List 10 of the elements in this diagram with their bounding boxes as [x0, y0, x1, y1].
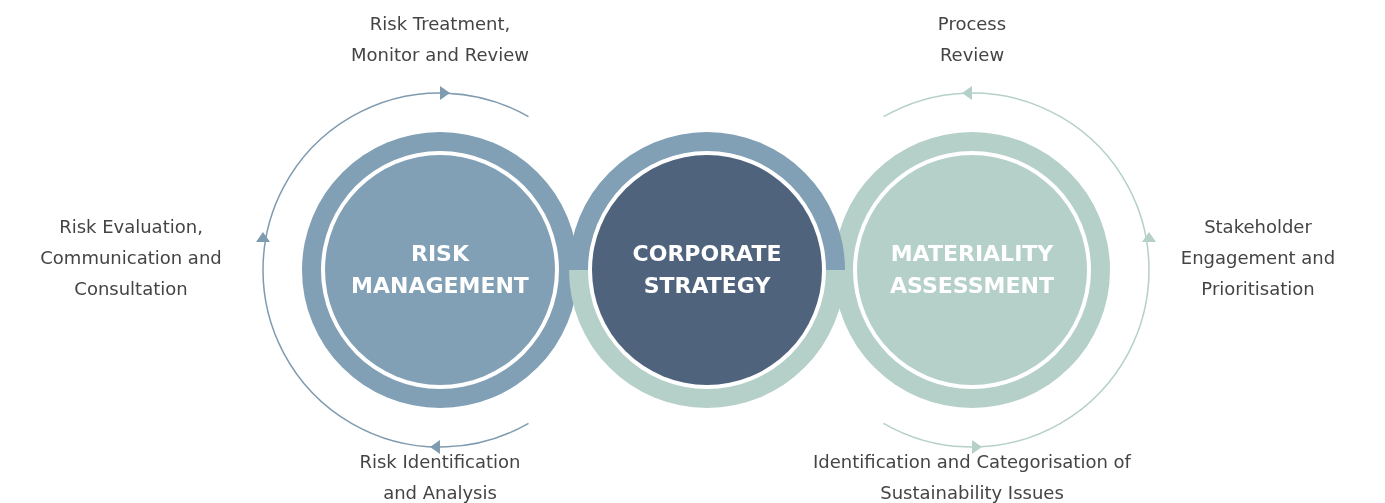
- circle-title: CORPORATE STRATEGY: [631, 240, 783, 300]
- stage-label: Risk Treatment, Monitor and Review: [350, 12, 530, 67]
- stage-label: Risk Evaluation, Communication and Consultation: [39, 215, 223, 301]
- circle-node: [569, 132, 845, 408]
- stage-label: Process Review: [936, 12, 1008, 67]
- stage-label: Stakeholder Engagement and Prioritisation: [1179, 215, 1337, 301]
- circle-title: RISK MANAGEMENT: [350, 240, 530, 300]
- stage-label: Identification and Categorisation of Sustainability Issues: [812, 450, 1133, 503]
- circle-title: MATERIALITY ASSESSMENT: [889, 240, 1055, 300]
- stage-label: Risk Identification and Analysis: [358, 450, 522, 503]
